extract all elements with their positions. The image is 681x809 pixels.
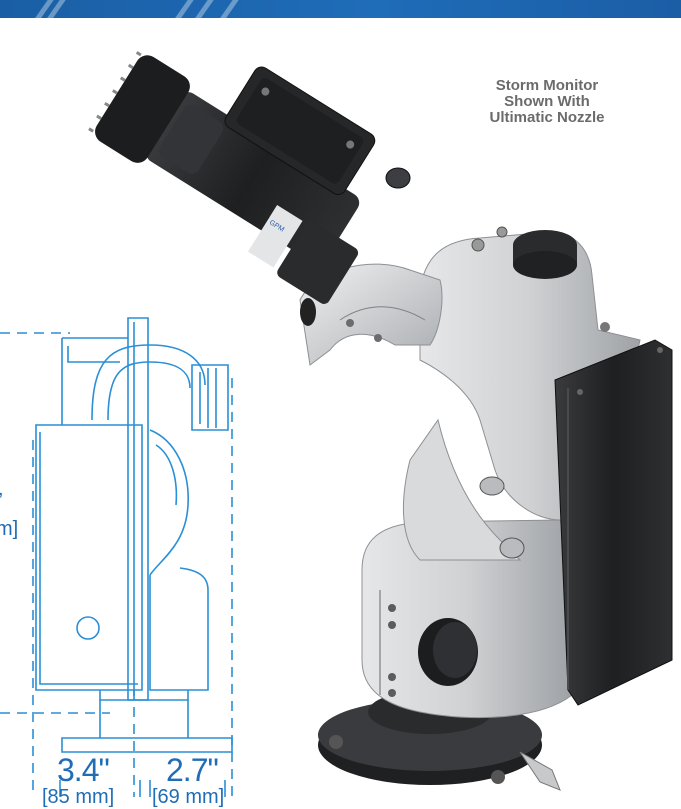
drawing-base-neck — [99, 690, 189, 701]
body-screw — [388, 673, 396, 681]
drawing-casting-line — [155, 444, 178, 506]
elbow-screw — [374, 334, 382, 342]
top-banner — [0, 0, 681, 18]
cable-gland — [479, 476, 505, 496]
partial-dimension-mark: , — [0, 478, 4, 501]
nozzle-tip — [95, 55, 190, 163]
drawing-elbow-inner — [107, 361, 191, 421]
actuator-screw — [346, 140, 355, 149]
top-bolt — [471, 238, 485, 252]
storm-monitor-render: GPM — [88, 51, 673, 791]
base-lever — [519, 751, 561, 791]
drawing-base-column — [99, 700, 189, 738]
drawing-plate — [127, 317, 149, 701]
dimension-right-width: 2.7" — [166, 752, 219, 788]
dimension-left-mm: [85 mm] — [42, 786, 115, 808]
nozzle-knob — [385, 167, 411, 189]
drawing-outlet-detail — [199, 368, 217, 428]
drawing-outlet — [191, 364, 229, 431]
technical-drawing — [0, 317, 233, 797]
elbow-seam — [339, 306, 426, 321]
box-screw — [657, 347, 663, 353]
monitor-mid-casting — [403, 418, 522, 561]
monitor-lower-body — [361, 519, 573, 719]
casting-screw — [600, 322, 610, 332]
body-screw — [388, 621, 396, 629]
nozzle-grip — [159, 105, 224, 174]
drawing-port-circle — [76, 616, 100, 640]
top-cap-bottom — [513, 251, 577, 279]
cable-gland — [499, 537, 525, 559]
partial-dimension-mm: m] — [0, 518, 19, 540]
nozzle-bracket — [300, 298, 316, 326]
top-bolt — [496, 226, 508, 238]
elbow-screw — [346, 319, 354, 327]
drawing-body-inner — [39, 432, 138, 685]
drawing-flange — [61, 337, 128, 425]
caption-line-3: Ultimatic Nozzle — [489, 109, 605, 126]
drawing-casting — [149, 429, 189, 576]
base-bolt — [329, 735, 343, 749]
monitor-cap-face — [433, 622, 477, 678]
caption-line-2: Shown With — [504, 93, 590, 110]
base-bolt — [491, 770, 505, 784]
gpm-selector-ring — [247, 204, 303, 268]
caption-line-1: Storm Monitor — [495, 77, 599, 94]
actuator-cover — [236, 77, 364, 184]
actuator-screw — [261, 87, 270, 96]
body-screw — [388, 689, 396, 697]
nozzle-tip-teeth — [88, 51, 142, 133]
box-screw — [577, 389, 583, 395]
drawing-elbow-outer — [91, 344, 206, 421]
drawing-flange-detail — [67, 346, 120, 363]
nozzle-coupling — [277, 221, 359, 304]
dimension-left-width: 3.4" — [57, 752, 110, 788]
control-box — [554, 339, 673, 706]
drawing-base-plate — [61, 737, 233, 753]
dimension-right-mm: [69 mm] — [152, 786, 225, 808]
body-screw — [388, 604, 396, 612]
ultimatic-nozzle: GPM — [88, 51, 376, 304]
product-caption: Storm Monitor Shown With Ultimatic Nozzl… — [432, 78, 662, 126]
drawing-body-outline — [35, 424, 143, 691]
drawing-casting-lower — [149, 567, 209, 691]
